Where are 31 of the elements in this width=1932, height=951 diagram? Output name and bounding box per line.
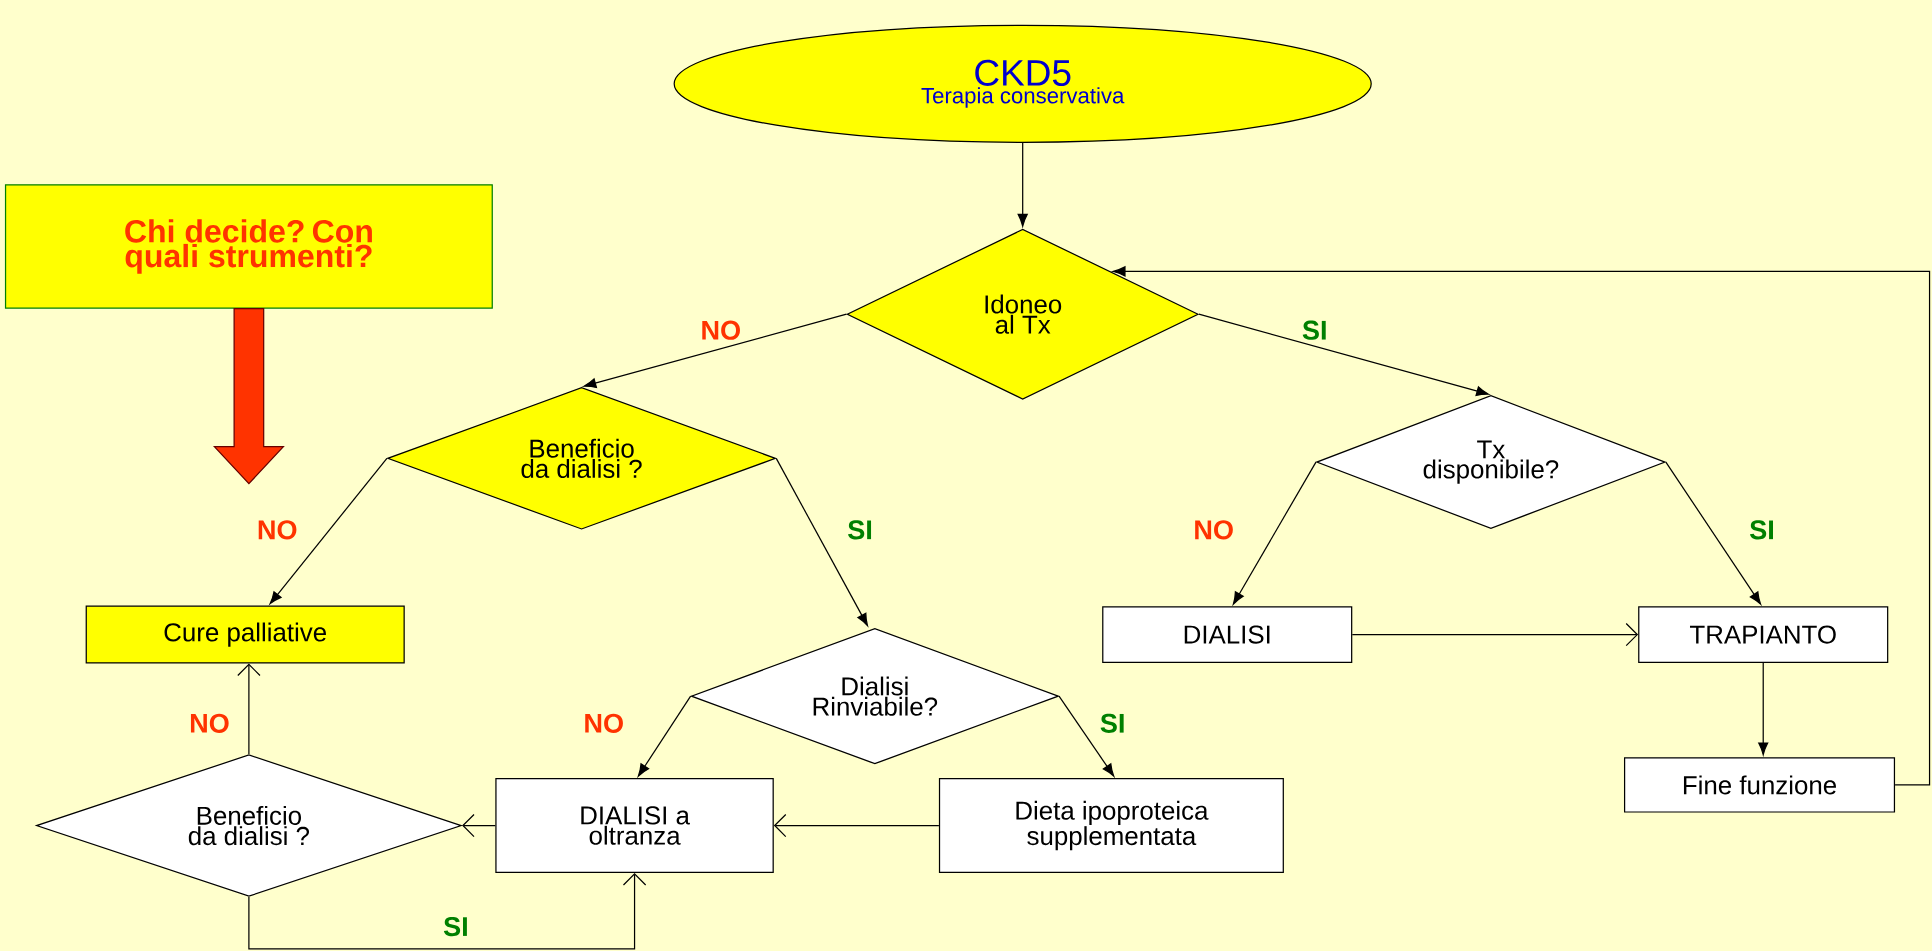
process-box: Fine funzione (1624, 757, 1896, 813)
arrow (773, 813, 940, 838)
edge-label: NO (187, 712, 232, 734)
arrow (637, 695, 692, 777)
arrow (462, 813, 496, 838)
edge-label: NO (699, 319, 743, 341)
arrow (269, 457, 388, 605)
arrow (1198, 313, 1490, 396)
edge-label: NO (1192, 518, 1236, 541)
edge-label: SI (1300, 319, 1329, 341)
arrow (237, 663, 261, 755)
block-arrow (213, 307, 285, 485)
arrow (583, 313, 848, 388)
arrow (1112, 266, 1931, 786)
arrow (1017, 142, 1028, 227)
process-box: DIALISI a oltranza (495, 778, 774, 873)
edge-label: NO (582, 712, 626, 734)
arrow (775, 457, 869, 627)
arrow (1058, 695, 1115, 777)
edge-label: SI (846, 518, 875, 541)
process-box: TRAPIANTO (1638, 606, 1889, 663)
edge-label: SI (1098, 712, 1127, 734)
process-box: Dieta ipoproteica supplementata (938, 778, 1284, 873)
process-box: DIALISI (1102, 606, 1353, 663)
arrow (1665, 461, 1762, 605)
note-box: Chi decide? Con quali strumenti? (4, 184, 493, 309)
arrow (1351, 622, 1639, 647)
process-box: Cure palliative (85, 605, 405, 664)
arrow (248, 872, 647, 950)
arrow (1232, 461, 1317, 605)
arrow (1758, 662, 1769, 756)
